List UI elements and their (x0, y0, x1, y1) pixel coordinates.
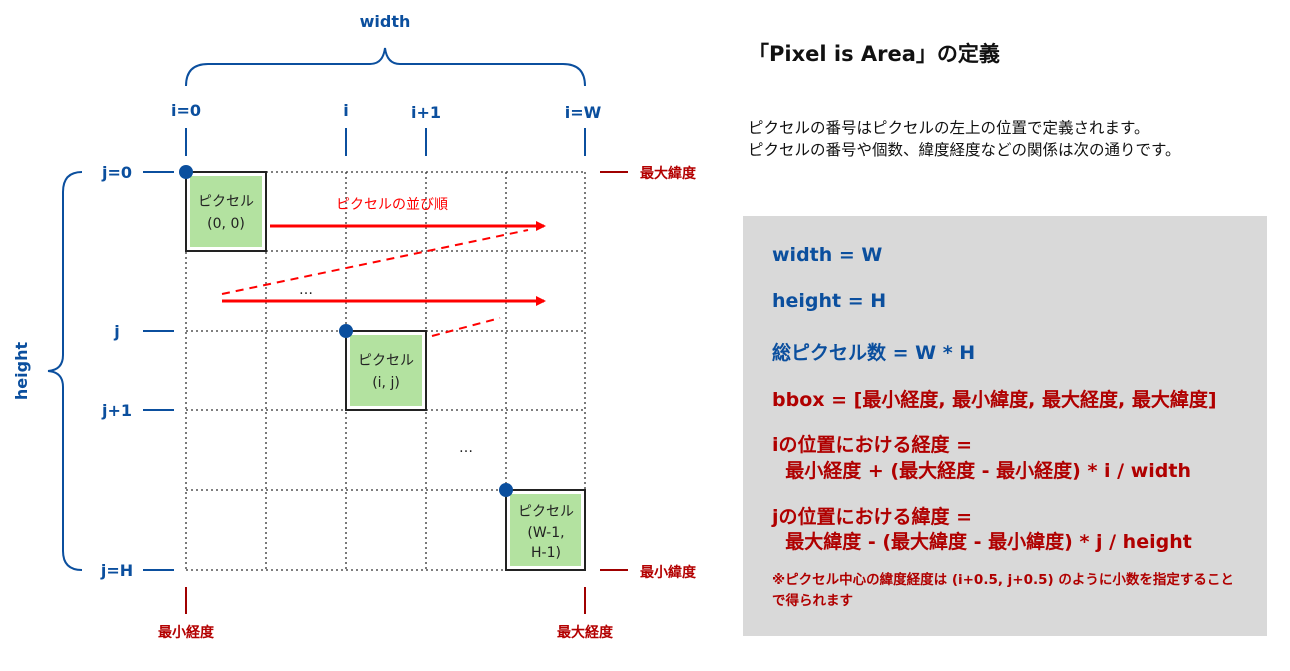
pixel-0-0: ピクセル (0, 0) (185, 171, 267, 252)
description-line: ピクセルの番号はピクセルの左上の位置で定義されます。 (748, 119, 1150, 137)
description-line: ピクセルの番号や個数、緯度経度などの関係は次の通りです。 (748, 141, 1181, 159)
formula-lat-2: 最大緯度 - (最大緯度 - 最小緯度) * j / height (772, 531, 1192, 553)
formula-lon-2: 最小経度 + (最大経度 - 最小経度) * i / width (772, 460, 1191, 482)
col-label-iW: i=W (565, 103, 602, 122)
svg-text:ピクセル: ピクセル (358, 353, 414, 369)
height-brace (47, 171, 83, 571)
svg-text:ピクセル: ピクセル (198, 194, 254, 210)
height-label: height (12, 342, 31, 401)
max-lon-label: 最大経度 (557, 624, 614, 641)
page-title: 「Pixel is Area」の定義 (748, 42, 1000, 66)
min-lon-label: 最小経度 (158, 624, 215, 641)
col-label-i: i (343, 101, 348, 120)
formula-lon-1: iの位置における経度 = (772, 434, 973, 456)
formula-height: height = H (772, 290, 887, 312)
max-lat-label: 最大緯度 (640, 165, 697, 182)
svg-text:(W-1,: (W-1, (527, 525, 564, 541)
pixel-last: ピクセル (W-1, H-1) (505, 489, 586, 571)
origin-dot (499, 483, 513, 497)
order-return-dashed (221, 229, 529, 295)
col-label-i1: i+1 (411, 103, 441, 122)
formula-bbox: bbox = [最小経度, 最小緯度, 最大経度, 最大緯度] (772, 389, 1217, 411)
row-label-j0: j=0 (101, 163, 132, 182)
col-label-i0: i=0 (171, 101, 201, 120)
order-label: ピクセルの並び順 (336, 197, 448, 213)
ellipsis: … (459, 440, 473, 456)
width-label: width (360, 12, 411, 31)
row-label-j1: j+1 (101, 401, 132, 420)
formula-lat-1: jの位置における緯度 = (772, 506, 973, 528)
description: ピクセルの番号はピクセルの左上の位置で定義されます。 ピクセルの番号や個数、緯度… (748, 117, 1180, 161)
note: ※ピクセル中心の緯度経度は (i+0.5, j+0.5) のように小数を指定する… (772, 572, 1234, 609)
order-return-dashed (431, 317, 501, 337)
formula-width: width = W (772, 244, 883, 266)
width-brace (185, 47, 586, 87)
row-label-jH: j=H (100, 561, 133, 580)
svg-text:(0, 0): (0, 0) (207, 216, 245, 232)
pixel-grid-diagram: width height i=0 i i+1 i=W j=0 j j+1 j=H… (12, 12, 697, 641)
origin-dot (179, 165, 193, 179)
svg-text:ピクセル: ピクセル (518, 504, 574, 520)
min-lat-label: 最小緯度 (640, 564, 697, 581)
formula-total: 総ピクセル数 = W * H (772, 342, 976, 364)
svg-text:(i, j): (i, j) (372, 375, 400, 391)
pixel-i-j: ピクセル (i, j) (345, 330, 427, 411)
origin-dot (339, 324, 353, 338)
formula-panel: width = W height = H 総ピクセル数 = W * H bbox… (743, 216, 1267, 636)
svg-text:H-1): H-1) (531, 545, 561, 561)
ellipsis: … (299, 282, 313, 298)
row-label-j: j (113, 322, 119, 341)
